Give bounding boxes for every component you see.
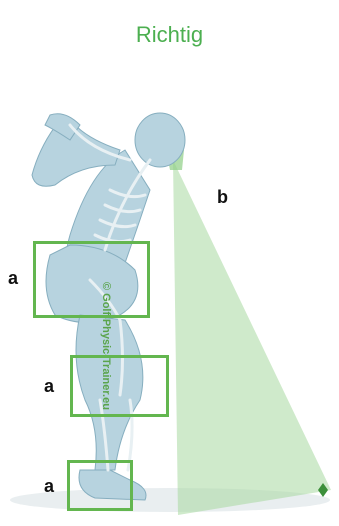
label-a-knee: a <box>44 376 54 397</box>
foot-highlight-box <box>67 460 133 511</box>
label-a-hip: a <box>8 268 18 289</box>
hip-highlight-box <box>33 241 150 318</box>
label-b: b <box>217 187 228 208</box>
page-title: Richtig <box>0 22 339 48</box>
label-a-foot: a <box>44 476 54 497</box>
knee-highlight-box <box>70 355 169 417</box>
sight-cone <box>173 160 331 515</box>
